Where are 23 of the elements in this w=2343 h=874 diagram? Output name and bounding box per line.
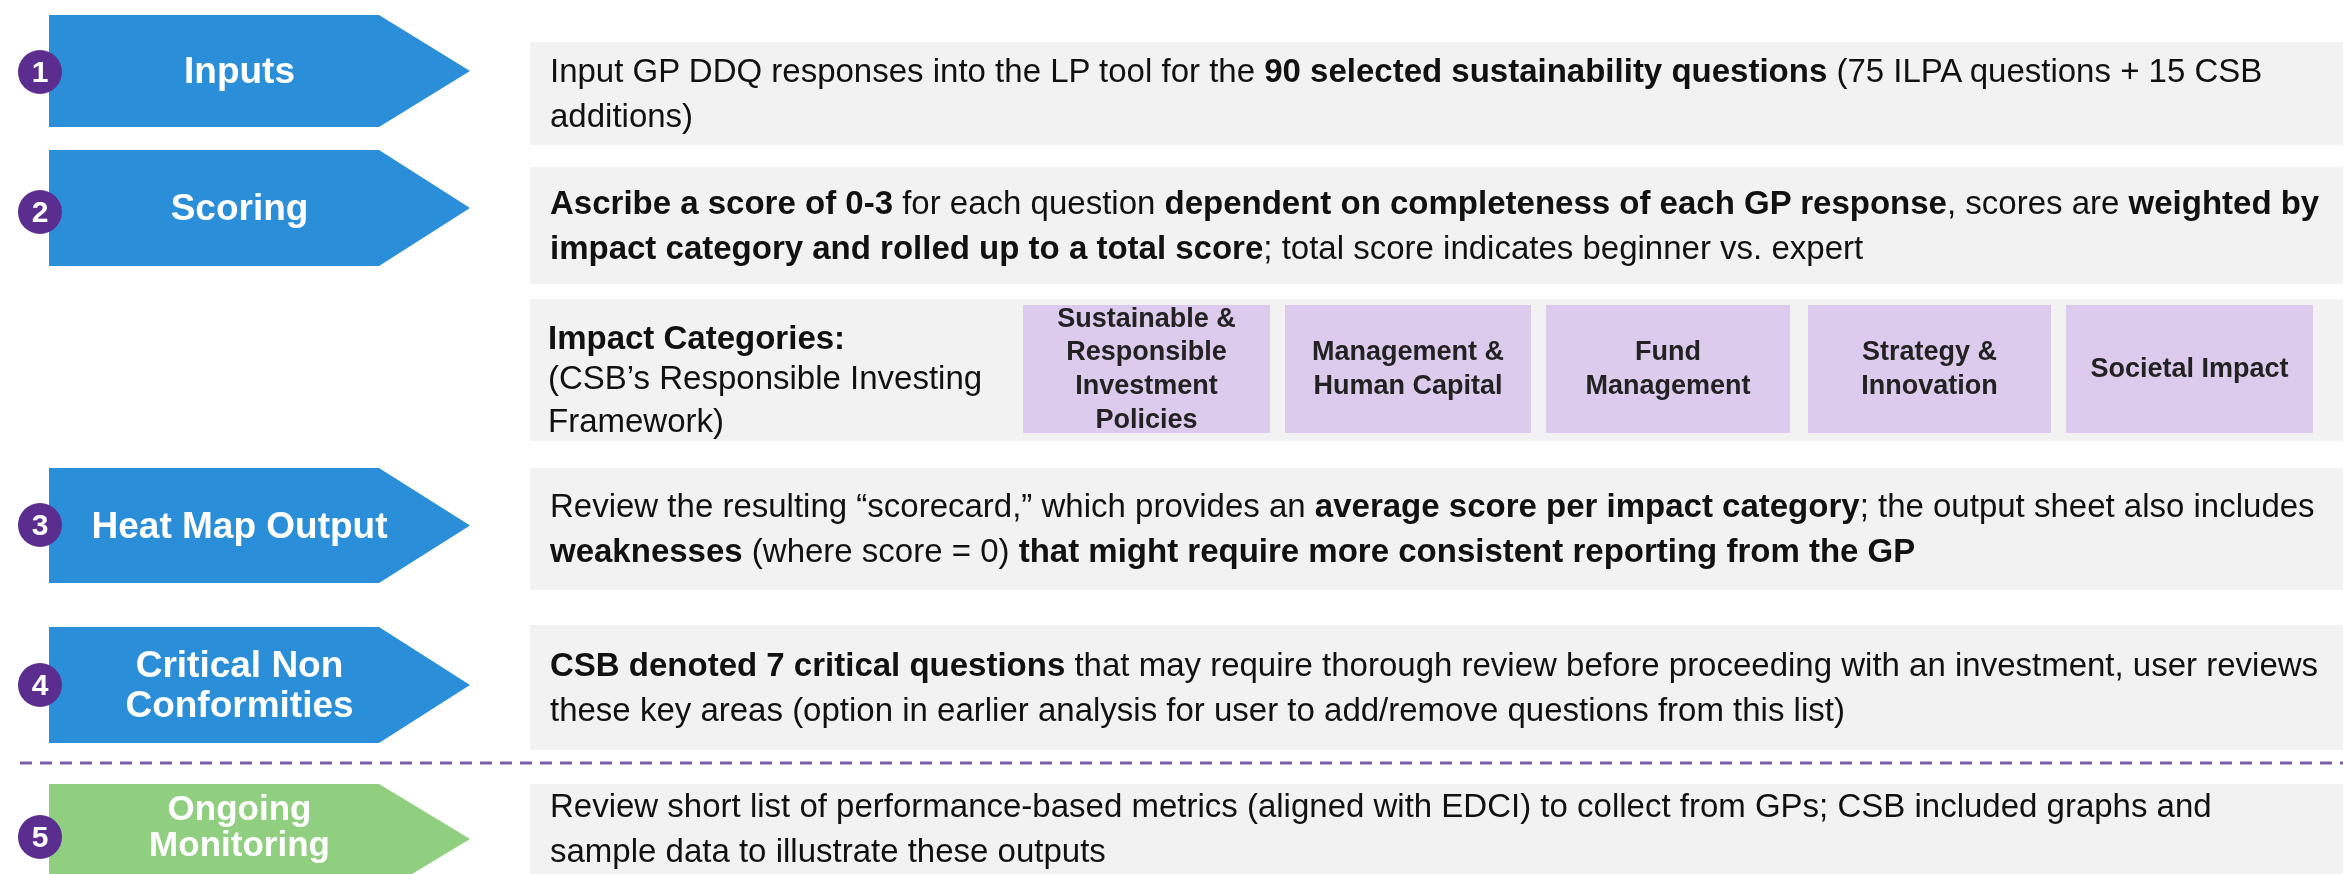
note-text: (CSB’s Responsible Investing Framework): [548, 358, 984, 441]
description-panel: CSB denoted 7 critical questions that may require thorough review before proceeding with an investment, user reviews these key areas (option in earlier analysis for user to add/remove questions from this list): [530, 625, 2343, 750]
step-number-badge: 5: [18, 815, 62, 859]
heading-text: Impact Categories:: [548, 318, 847, 358]
category-box: Sustainable & Responsible Investment Policies: [1023, 305, 1270, 433]
step-title-banner: Heat Map Output: [49, 468, 470, 583]
description-panel: Review short list of performance-based metrics (aligned with EDCI) to collect from GPs; CSB included graphs and sample data to illustrate these outputs: [530, 784, 2343, 874]
description-panel: Review the resulting “scorecard,” which provides an average score per impact category; the output sheet also includes weaknesses (where score = 0) that might require more consistent reporting from the GP: [530, 468, 2343, 590]
description-panel: Ascribe a score of 0-3 for each question dependent on completeness of each GP response, scores are weighted by impact category and rolled up to a total score; total score indicates beginner vs. expert: [530, 167, 2343, 284]
category-box: Management & Human Capital: [1285, 305, 1531, 433]
step-number-badge: 4: [18, 663, 62, 707]
description-panel: Input GP DDQ responses into the LP tool for the 90 selected sustainability questions (75 ILPA questions + 15 CSB additions): [530, 42, 2343, 145]
category-panel: [530, 299, 2343, 441]
step-number-badge: 2: [18, 190, 62, 234]
category-box: Strategy & Innovation: [1808, 305, 2051, 433]
category-box: Fund Management: [1546, 305, 1790, 433]
step-title-banner: Ongoing Monitoring: [49, 784, 470, 874]
category-box: Societal Impact: [2066, 305, 2313, 433]
step-title-banner: Critical Non Conformities: [49, 627, 470, 743]
step-number-badge: 3: [18, 503, 62, 547]
step-number-badge: 1: [18, 50, 62, 94]
step-title-banner: Inputs: [49, 15, 470, 127]
step-title-banner: Scoring: [49, 150, 470, 266]
